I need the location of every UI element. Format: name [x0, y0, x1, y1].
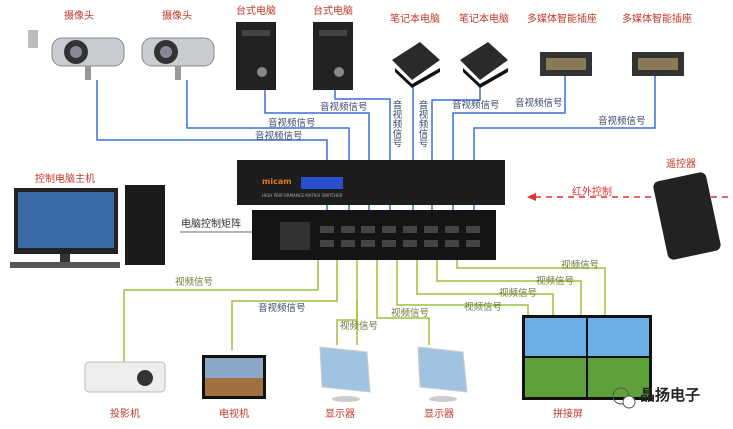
label-tv: 电视机	[219, 409, 249, 420]
wire-tv	[231, 250, 338, 350]
wire-wall1	[396, 250, 529, 315]
label-projector: 投影机	[110, 409, 140, 420]
matrix-ports	[320, 226, 480, 247]
tv-icon	[202, 355, 266, 399]
camera-icon	[28, 30, 125, 80]
label-desktop2: 台式电脑	[313, 6, 353, 17]
signal-label: 音视频信号	[258, 303, 306, 314]
wire-projector	[123, 250, 319, 365]
signal-label: 音视频信号	[416, 100, 428, 148]
label-socket2: 多媒体智能插座	[622, 14, 692, 25]
label-monitor1: 显示器	[325, 409, 355, 420]
watermark: 晶扬电子	[640, 386, 701, 404]
signal-label: 视频信号	[499, 288, 538, 299]
matrix-brand: micam	[262, 177, 292, 186]
label-camera1: 摄像头	[64, 11, 94, 22]
video-wall-icon	[522, 315, 652, 400]
host-computer-icon	[10, 185, 165, 268]
ir-arrow	[527, 193, 536, 201]
wire-wall3	[436, 250, 582, 315]
label-host: 控制电脑主机	[35, 174, 95, 185]
label-ir: 红外控制	[572, 187, 612, 198]
signal-label: 音视频信号	[515, 98, 563, 109]
signal-label: 音视频信号	[598, 116, 646, 127]
signal-label: 音视频信号	[452, 100, 500, 111]
signal-label: 音视频信号	[268, 118, 316, 129]
label-matrix-control: 电脑控制矩阵	[181, 219, 241, 230]
wire-monitor2	[376, 250, 430, 345]
multimedia-socket-icon	[540, 52, 592, 76]
label-laptop1: 笔记本电脑	[390, 14, 440, 25]
wire-monitor1	[336, 300, 358, 345]
monitor-icon	[319, 346, 371, 402]
output-lines	[123, 250, 606, 365]
desktop-pc-icon	[313, 22, 353, 90]
wire-wall2	[416, 250, 554, 315]
signal-label: 音视频信号	[320, 102, 368, 113]
signal-label: 音视频信号	[255, 131, 303, 142]
matrix-model: HIGH PERFORMANCE MATRIX SWITCHER	[262, 193, 343, 198]
signal-label: 视频信号	[536, 276, 575, 287]
label-socket1: 多媒体智能插座	[527, 14, 597, 25]
label-video-wall: 拼接屏	[553, 409, 583, 420]
label-remote: 遥控器	[666, 159, 696, 170]
label-laptop2: 笔记本电脑	[459, 14, 509, 25]
laptop-icon	[460, 42, 508, 88]
multimedia-socket-icon	[632, 52, 684, 76]
signal-label: 视频信号	[561, 260, 600, 271]
camera-icon	[141, 37, 215, 80]
monitor-icon	[417, 346, 468, 402]
signal-label: 视频信号	[340, 321, 379, 332]
projector-icon	[84, 361, 166, 393]
label-desktop1: 台式电脑	[236, 6, 276, 17]
wechat-icon	[612, 387, 636, 409]
remote-control-icon	[653, 172, 721, 260]
laptop-icon	[392, 42, 440, 88]
signal-label: 视频信号	[391, 308, 430, 319]
label-camera2: 摄像头	[162, 11, 192, 22]
label-monitor2: 显示器	[424, 409, 454, 420]
signal-label: 视频信号	[175, 277, 214, 288]
signal-label: 视频信号	[464, 302, 503, 313]
desktop-pc-icon	[236, 22, 276, 90]
matrix-switcher	[237, 160, 505, 260]
signal-label: 音视频信号	[390, 100, 402, 148]
